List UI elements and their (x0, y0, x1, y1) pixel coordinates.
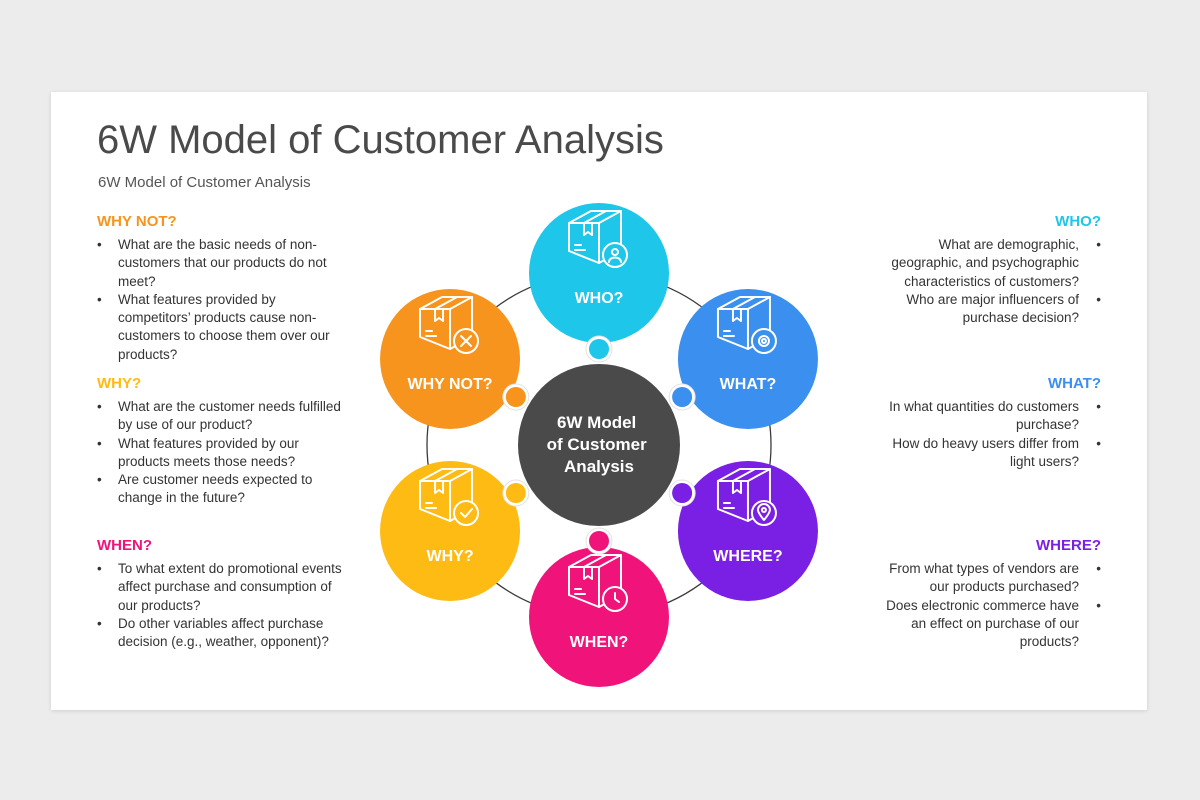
node-who: WHO? (529, 203, 669, 343)
section-heading: WHY? (97, 375, 142, 392)
node-label: WHY? (426, 548, 473, 565)
node-label: WHO? (575, 290, 624, 307)
section-heading: WHY NOT? (97, 213, 177, 230)
section-heading: WHO? (1055, 213, 1101, 230)
box-check-icon (419, 468, 480, 526)
center-label-line: 6W Model (557, 413, 636, 432)
slide: 6W Model of Customer Analysis 6W Model o… (51, 92, 1147, 710)
node-what: WHAT? (677, 289, 818, 429)
box-person-icon (568, 210, 628, 268)
box-location-icon (716, 468, 777, 526)
node-why: WHY? (380, 461, 521, 601)
connector-dot (585, 335, 613, 363)
section-heading: WHAT? (1047, 375, 1101, 392)
connector-dot (668, 479, 696, 507)
node-when: WHEN? (529, 547, 669, 687)
center-label-line: of Customer (547, 435, 648, 454)
connector-dot (585, 527, 613, 555)
bullet-item: To what extent do promotional events aff… (97, 560, 342, 615)
connector-dot (668, 383, 696, 411)
bullet-item: From what types of vendors are our produ… (871, 560, 1101, 597)
node-why-not: WHY NOT? (380, 289, 521, 429)
node-where: WHERE? (677, 461, 818, 601)
node-label: WHEN? (570, 634, 629, 651)
bullet-item: In what quantities do customers purchase… (871, 398, 1101, 435)
center-circle: 6W Model of Customer Analysis (518, 364, 680, 526)
connector-dot (502, 479, 530, 507)
bullet-item: How do heavy users differ from light use… (871, 435, 1101, 472)
section-why: WHY? What are the customer needs fulfill… (97, 375, 342, 508)
box-cross-icon (419, 296, 480, 354)
section-heading: WHEN? (97, 537, 152, 554)
section-what: WHAT? In what quantities do customers pu… (871, 375, 1101, 471)
node-label: WHAT? (720, 376, 777, 393)
section-who: WHO? What are demographic, geographic, a… (871, 213, 1101, 327)
section-heading: WHERE? (1036, 537, 1101, 554)
bullet-item: Are customer needs expected to change in… (97, 471, 342, 508)
bullet-item: Do other variables affect purchase decis… (97, 615, 342, 652)
node-label: WHERE? (713, 548, 782, 565)
page-subtitle: 6W Model of Customer Analysis (98, 174, 311, 191)
bullet-item: Who are major influencers of purchase de… (871, 291, 1101, 328)
section-when: WHEN? To what extent do promotional even… (97, 537, 342, 651)
bullet-item: Does electronic commerce have an effect … (871, 597, 1101, 652)
svg-text:6W Model of Customer: 6W Model of Customer Analysis (547, 413, 652, 476)
bullet-item: What are the basic needs of non-customer… (97, 236, 342, 291)
box-clock-icon (568, 554, 628, 612)
box-gear-icon (716, 296, 777, 354)
6w-diagram: WHO? WHAT? WHERE? WHEN? WHY? WHY NOT? 6W Mode… (380, 203, 818, 687)
bullet-item: What features provided by our products m… (97, 435, 342, 472)
bullet-item: What are the customer needs fulfilled by… (97, 398, 342, 435)
bullet-item: What are demographic, geographic, and ps… (871, 236, 1101, 291)
center-label-line: Analysis (564, 457, 634, 476)
section-where: WHERE? From what types of vendors are ou… (871, 537, 1101, 651)
page-title: 6W Model of Customer Analysis (97, 118, 664, 162)
connector-dot (502, 383, 530, 411)
section-why-not: WHY NOT? What are the basic needs of non… (97, 213, 342, 364)
node-label: WHY NOT? (408, 376, 493, 393)
bullet-item: What features provided by competitors’ p… (97, 291, 342, 364)
